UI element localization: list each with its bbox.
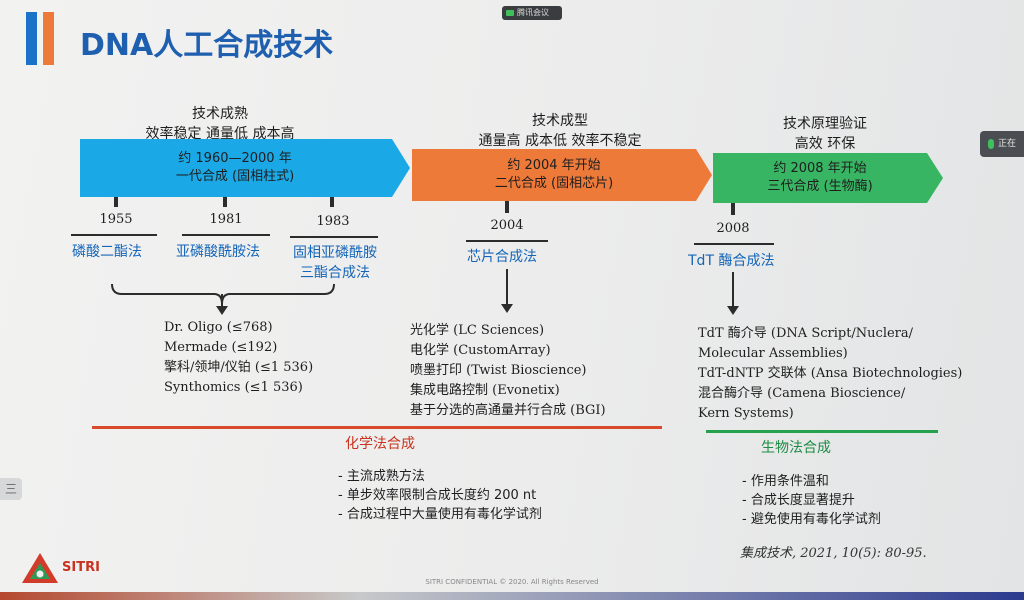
bio-point-2: - 合成长度显著提升 [742, 493, 855, 508]
camera-icon [506, 9, 514, 16]
gen2-arrow [412, 149, 712, 201]
gen1-bracket [111, 283, 335, 315]
bio-point-3: - 避免使用有毒化学试剂 [742, 512, 881, 527]
gen2-method: 芯片合成法 [467, 249, 537, 265]
gen1-year-1981: 1981 [209, 212, 243, 227]
gen1-method-2: 亚磷酸酰胺法 [176, 244, 260, 260]
gen2-generation: 二代合成 (固相芯片) [494, 176, 614, 191]
gen1-tick-1981 [223, 197, 227, 207]
gen3-traits: 高效 环保 [794, 136, 856, 152]
gen2-vendor-1: 光化学 (LC Sciences) [410, 323, 545, 338]
gen2-underline [466, 240, 548, 242]
menu-handle-label: 三 [4, 482, 17, 496]
mic-icon [988, 138, 994, 149]
gen3-vendor-2: Molecular Assemblies) [698, 346, 848, 361]
sitri-logo-icon [22, 553, 58, 583]
gen3-vendor-5: Kern Systems) [698, 406, 794, 421]
gen1-year-1983: 1983 [316, 214, 350, 229]
chem-divider [92, 426, 662, 429]
gen3-vendor-list: TdT 酶介导 (DNA Script/Nuclera/ Molecular A… [698, 324, 962, 424]
gen3-down-line [732, 272, 734, 307]
gen3-vendor-3: TdT-dNTP 交联体 (Ansa Biotechnologies) [698, 366, 963, 381]
gen1-generation: 一代合成 (固相柱式) [175, 169, 295, 184]
gen1-underline-1 [71, 234, 157, 236]
sitri-logo-text: SITRI [62, 560, 100, 575]
gen2-vendor-2: 电化学 (CustomArray) [410, 343, 551, 358]
gen1-underline-3 [290, 236, 378, 238]
gen2-arrow-text: 约 2004 年开始 二代合成 (固相芯片) [412, 157, 696, 193]
meeting-label: 腾讯会议 [517, 8, 549, 17]
gen3-arrow [713, 153, 943, 203]
gen2-vendor-4: 集成电路控制 (Evonetix) [410, 383, 560, 398]
gen1-method-3-line1: 固相亚磷酰胺 [293, 245, 377, 261]
chem-point-1: - 主流成熟方法 [338, 469, 425, 484]
gen3-maturity: 技术原理验证 [783, 116, 867, 132]
title-accent-blue [26, 12, 37, 65]
gen3-generation: 三代合成 (生物酶) [767, 179, 873, 194]
gen1-maturity: 技术成熟 [192, 106, 248, 122]
meeting-indicator[interactable]: 腾讯会议 [502, 6, 562, 20]
bottom-edge-bar [0, 592, 1024, 600]
side-status-label: 正在 [998, 139, 1017, 149]
chem-point-2: - 单步效率限制合成长度约 200 nt [338, 488, 537, 503]
gen1-arrow [80, 139, 410, 197]
gen1-year-1955: 1955 [99, 212, 133, 227]
gen3-method: TdT 酶合成法 [688, 253, 775, 269]
gen1-vendor-3: 擎科/领坤/仪铂 (≤1 536) [164, 360, 314, 375]
gen2-vendor-3: 喷墨打印 (Twist Bioscience) [410, 363, 587, 378]
bio-points: - 作用条件温和 - 合成长度显著提升 - 避免使用有毒化学试剂 [742, 472, 881, 529]
gen1-underline-2 [182, 234, 270, 236]
bio-point-1: - 作用条件温和 [742, 474, 829, 489]
gen1-tick-1955 [114, 197, 118, 207]
gen3-underline [694, 243, 774, 245]
bio-divider [706, 430, 938, 433]
footer-confidential: SITRI CONFIDENTIAL © 2020. All Rights Re… [425, 578, 599, 586]
gen2-vendor-list: 光化学 (LC Sciences) 电化学 (CustomArray) 喷墨打印… [410, 321, 606, 421]
gen2-down-line [506, 269, 508, 305]
gen2-vendor-5: 基于分选的高通量并行合成 (BGI) [410, 403, 606, 418]
slide-title: DNA人工合成技术 [80, 28, 334, 63]
gen1-period: 约 1960—2000 年 [178, 151, 292, 166]
chem-points: - 主流成熟方法 - 单步效率限制合成长度约 200 nt - 合成过程中大量使… [338, 467, 542, 524]
chem-point-3: - 合成过程中大量使用有毒化学试剂 [338, 507, 542, 522]
gen2-arrow-shape [412, 149, 712, 201]
gen2-tick [505, 201, 509, 213]
gen2-above-text: 技术成型 通量高 成本低 效率不稳定 [450, 111, 670, 151]
title-accent-orange [43, 12, 54, 65]
gen1-vendor-1: Dr. Oligo (≤768) [164, 320, 273, 335]
gen2-traits: 通量高 成本低 效率不稳定 [478, 133, 642, 149]
gen1-arrow-shape [80, 139, 410, 197]
gen3-year: 2008 [716, 221, 750, 236]
gen1-method-3: 固相亚磷酰胺 三酯合成法 [280, 243, 390, 283]
gen3-above-text: 技术原理验证 高效 环保 [755, 114, 895, 154]
menu-handle-icon[interactable]: 三 [0, 478, 22, 500]
chem-label: 化学法合成 [345, 436, 415, 452]
gen2-period: 约 2004 年开始 [507, 158, 601, 173]
gen1-traits: 效率稳定 通量低 成本高 [145, 126, 295, 142]
gen3-arrow-text: 约 2008 年开始 三代合成 (生物酶) [713, 160, 927, 196]
gen3-period: 约 2008 年开始 [773, 161, 867, 176]
gen1-bracket-arrowhead [216, 306, 228, 315]
gen3-vendor-1: TdT 酶介导 (DNA Script/Nuclera/ [698, 326, 914, 341]
side-status-pill[interactable]: 正在 [980, 131, 1024, 157]
gen3-vendor-4: 混合酶介导 (Camena Bioscience/ [698, 386, 906, 401]
gen1-vendor-list: Dr. Oligo (≤768) Mermade (≤192) 擎科/领坤/仪铂… [164, 318, 313, 398]
gen1-tick-1983 [330, 197, 334, 207]
gen2-maturity: 技术成型 [532, 113, 588, 129]
gen1-method-3-line2: 三酯合成法 [300, 265, 370, 281]
gen2-year: 2004 [490, 218, 524, 233]
gen3-arrow-shape [713, 153, 943, 203]
gen1-method-1: 磷酸二酯法 [72, 244, 142, 260]
gen1-above-text: 技术成熟 效率稳定 通量低 成本高 [130, 104, 310, 144]
bio-label: 生物法合成 [761, 440, 831, 456]
gen1-arrow-text: 约 1960—2000 年 一代合成 (固相柱式) [80, 150, 390, 186]
gen3-tick [731, 203, 735, 215]
gen3-down-arrowhead [727, 306, 739, 315]
gen1-vendor-2: Mermade (≤192) [164, 340, 278, 355]
citation: 集成技术, 2021, 10(5): 80-95. [740, 546, 927, 561]
gen2-down-arrowhead [501, 304, 513, 313]
sitri-logo-dot [36, 570, 44, 578]
gen1-vendor-4: Synthomics (≤1 536) [164, 380, 303, 395]
